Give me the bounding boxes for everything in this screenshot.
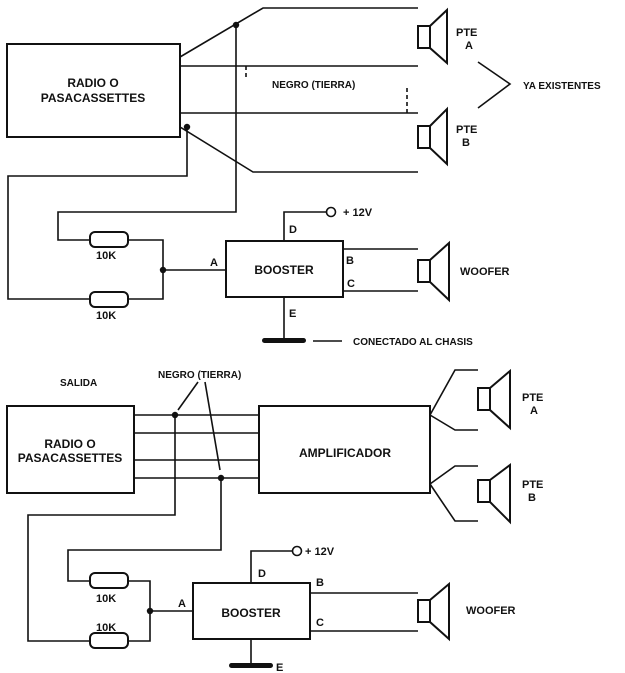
resistor-2 <box>89 291 129 308</box>
ground-label-2: NEGRO (TIERRA) <box>158 370 241 381</box>
supply-terminal <box>325 206 337 218</box>
supply-wire-2 <box>250 550 293 583</box>
wire-pte-a-top <box>179 7 418 58</box>
woofer-label-2: WOOFER <box>466 605 516 617</box>
resistor-2-label: 10K <box>96 310 116 322</box>
pin-e-label-2: E <box>276 662 283 673</box>
existing-pointer <box>477 61 512 109</box>
pte-a-label-line1: PTE <box>456 27 477 39</box>
speaker-pte-a <box>417 7 448 66</box>
amp-pte-a-bottom <box>429 414 478 431</box>
amplifier-box <box>258 405 431 494</box>
speaker-pte-b-2 <box>477 463 511 525</box>
radio-label-line2: PASACASSETTES <box>41 91 145 105</box>
booster-label: BOOSTER <box>254 263 314 277</box>
amp-pte-b-top <box>429 465 478 485</box>
amp-pte-b-bottom <box>429 483 478 522</box>
booster-label-2: BOOSTER <box>221 606 281 620</box>
woofer-speaker-2 <box>417 581 450 642</box>
resistor-3 <box>89 572 129 589</box>
supply-terminal-2 <box>291 545 303 557</box>
amp-pte-a-top <box>429 369 478 416</box>
chassis-label: CONECTADO AL CHASIS <box>353 337 473 348</box>
ground-pointer-1 <box>177 381 199 411</box>
tap-wire-b <box>7 127 188 300</box>
pin-e-label: E <box>289 308 296 320</box>
pin-c-label: C <box>347 278 355 290</box>
supply-label-2: + 12V <box>305 546 335 558</box>
ground-pointer-2 <box>204 381 221 471</box>
amplifier-label: AMPLIFICADOR <box>299 446 391 460</box>
woofer-label: WOOFER <box>460 266 510 278</box>
pin-a-label: A <box>210 257 218 269</box>
output-label: SALIDA <box>60 378 97 389</box>
wire-pte-b-bottom <box>179 126 418 173</box>
resistor-1 <box>89 231 129 248</box>
resistor-junction <box>128 239 164 300</box>
tap-wire-2a <box>67 478 222 582</box>
chassis-ground-bar <box>262 338 306 343</box>
radio-box <box>6 43 181 138</box>
radio-label-line1: RADIO O <box>67 76 118 90</box>
pin-d-label: D <box>289 224 297 236</box>
diagram-2: SALIDA NEGRO (TIERRA) RADIO O PASACASSET… <box>6 368 543 673</box>
pin-b-label: B <box>346 255 354 267</box>
pte-b-label-line1: PTE <box>456 124 477 136</box>
speaker-pte-a-2 <box>477 368 511 431</box>
pin-c-label-2: C <box>316 617 324 629</box>
diagram-1: RADIO O PASACASSETTES NEGRO (TIERRA) PTE… <box>6 7 601 348</box>
supply-wire <box>283 211 327 241</box>
tap-wire-2b <box>27 415 176 642</box>
resistor-3-label: 10K <box>96 593 116 605</box>
pte-a-label-line2: A <box>465 40 473 52</box>
booster-box-2 <box>192 582 311 640</box>
tap-wire-a <box>57 25 237 241</box>
resistor-4 <box>89 632 129 649</box>
resistor-4-label: 10K <box>96 622 116 634</box>
woofer-speaker <box>417 240 450 303</box>
ground-label: NEGRO (TIERRA) <box>272 80 355 91</box>
pin-b-label-2: B <box>316 577 324 589</box>
radio-box-2 <box>6 405 135 494</box>
pte-b2-label-line2: B <box>528 492 536 504</box>
pte-b-label-line2: B <box>462 137 470 149</box>
resistor-1-label: 10K <box>96 250 116 262</box>
pin-d-label-2: D <box>258 568 266 580</box>
chassis-ground-bar-2 <box>229 663 273 668</box>
radio2-label-line1: RADIO O <box>44 437 95 451</box>
pte-a2-label-line1: PTE <box>522 392 543 404</box>
existing-label: YA EXISTENTES <box>523 81 601 92</box>
pte-a2-label-line2: A <box>530 405 538 417</box>
supply-label: + 12V <box>343 207 373 219</box>
pte-b2-label-line1: PTE <box>522 479 543 491</box>
radio2-label-line2: PASACASSETTES <box>18 451 122 465</box>
pin-a-label-2: A <box>178 598 186 610</box>
speaker-pte-b <box>417 106 448 167</box>
resistor-junction-2 <box>128 580 151 642</box>
